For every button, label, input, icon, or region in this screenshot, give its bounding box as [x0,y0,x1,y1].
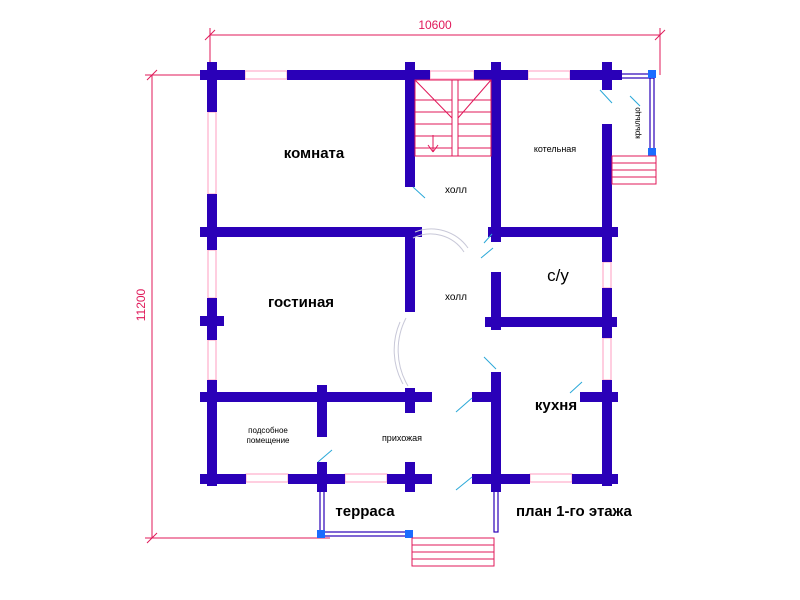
room-label-kuhnya: кухня [535,397,577,414]
terrace-steps [411,537,495,567]
staircase [414,79,492,157]
door-swings [317,89,641,491]
height-dimension-label: 11200 [134,288,148,321]
dimension-width [204,28,666,75]
terrace-corner-posts [317,530,413,538]
walls [200,62,622,492]
room-label-prihozhaya: прихожая [382,433,422,443]
room-label-terrasa: терраса [335,503,395,520]
room-label-komnata: комната [284,145,345,162]
room-label-kryltso: крыльцо [633,107,642,139]
plan-title: план 1-го этажа [516,503,632,520]
dimension-height [145,69,330,544]
room-label-holl-top: холл [445,185,467,196]
room-label-su: с/у [547,266,569,285]
room-label-gostinaya: гостиная [268,294,334,311]
room-label-podsobnoe-1: подсобное [248,426,288,435]
room-label-podsobnoe-2: помещение [246,436,290,445]
room-label-holl-mid: холл [445,292,467,303]
width-dimension-label: 10600 [418,18,452,32]
curved-partition [393,228,469,387]
room-label-kotelnaya: котельная [534,144,576,154]
porch [611,70,657,185]
